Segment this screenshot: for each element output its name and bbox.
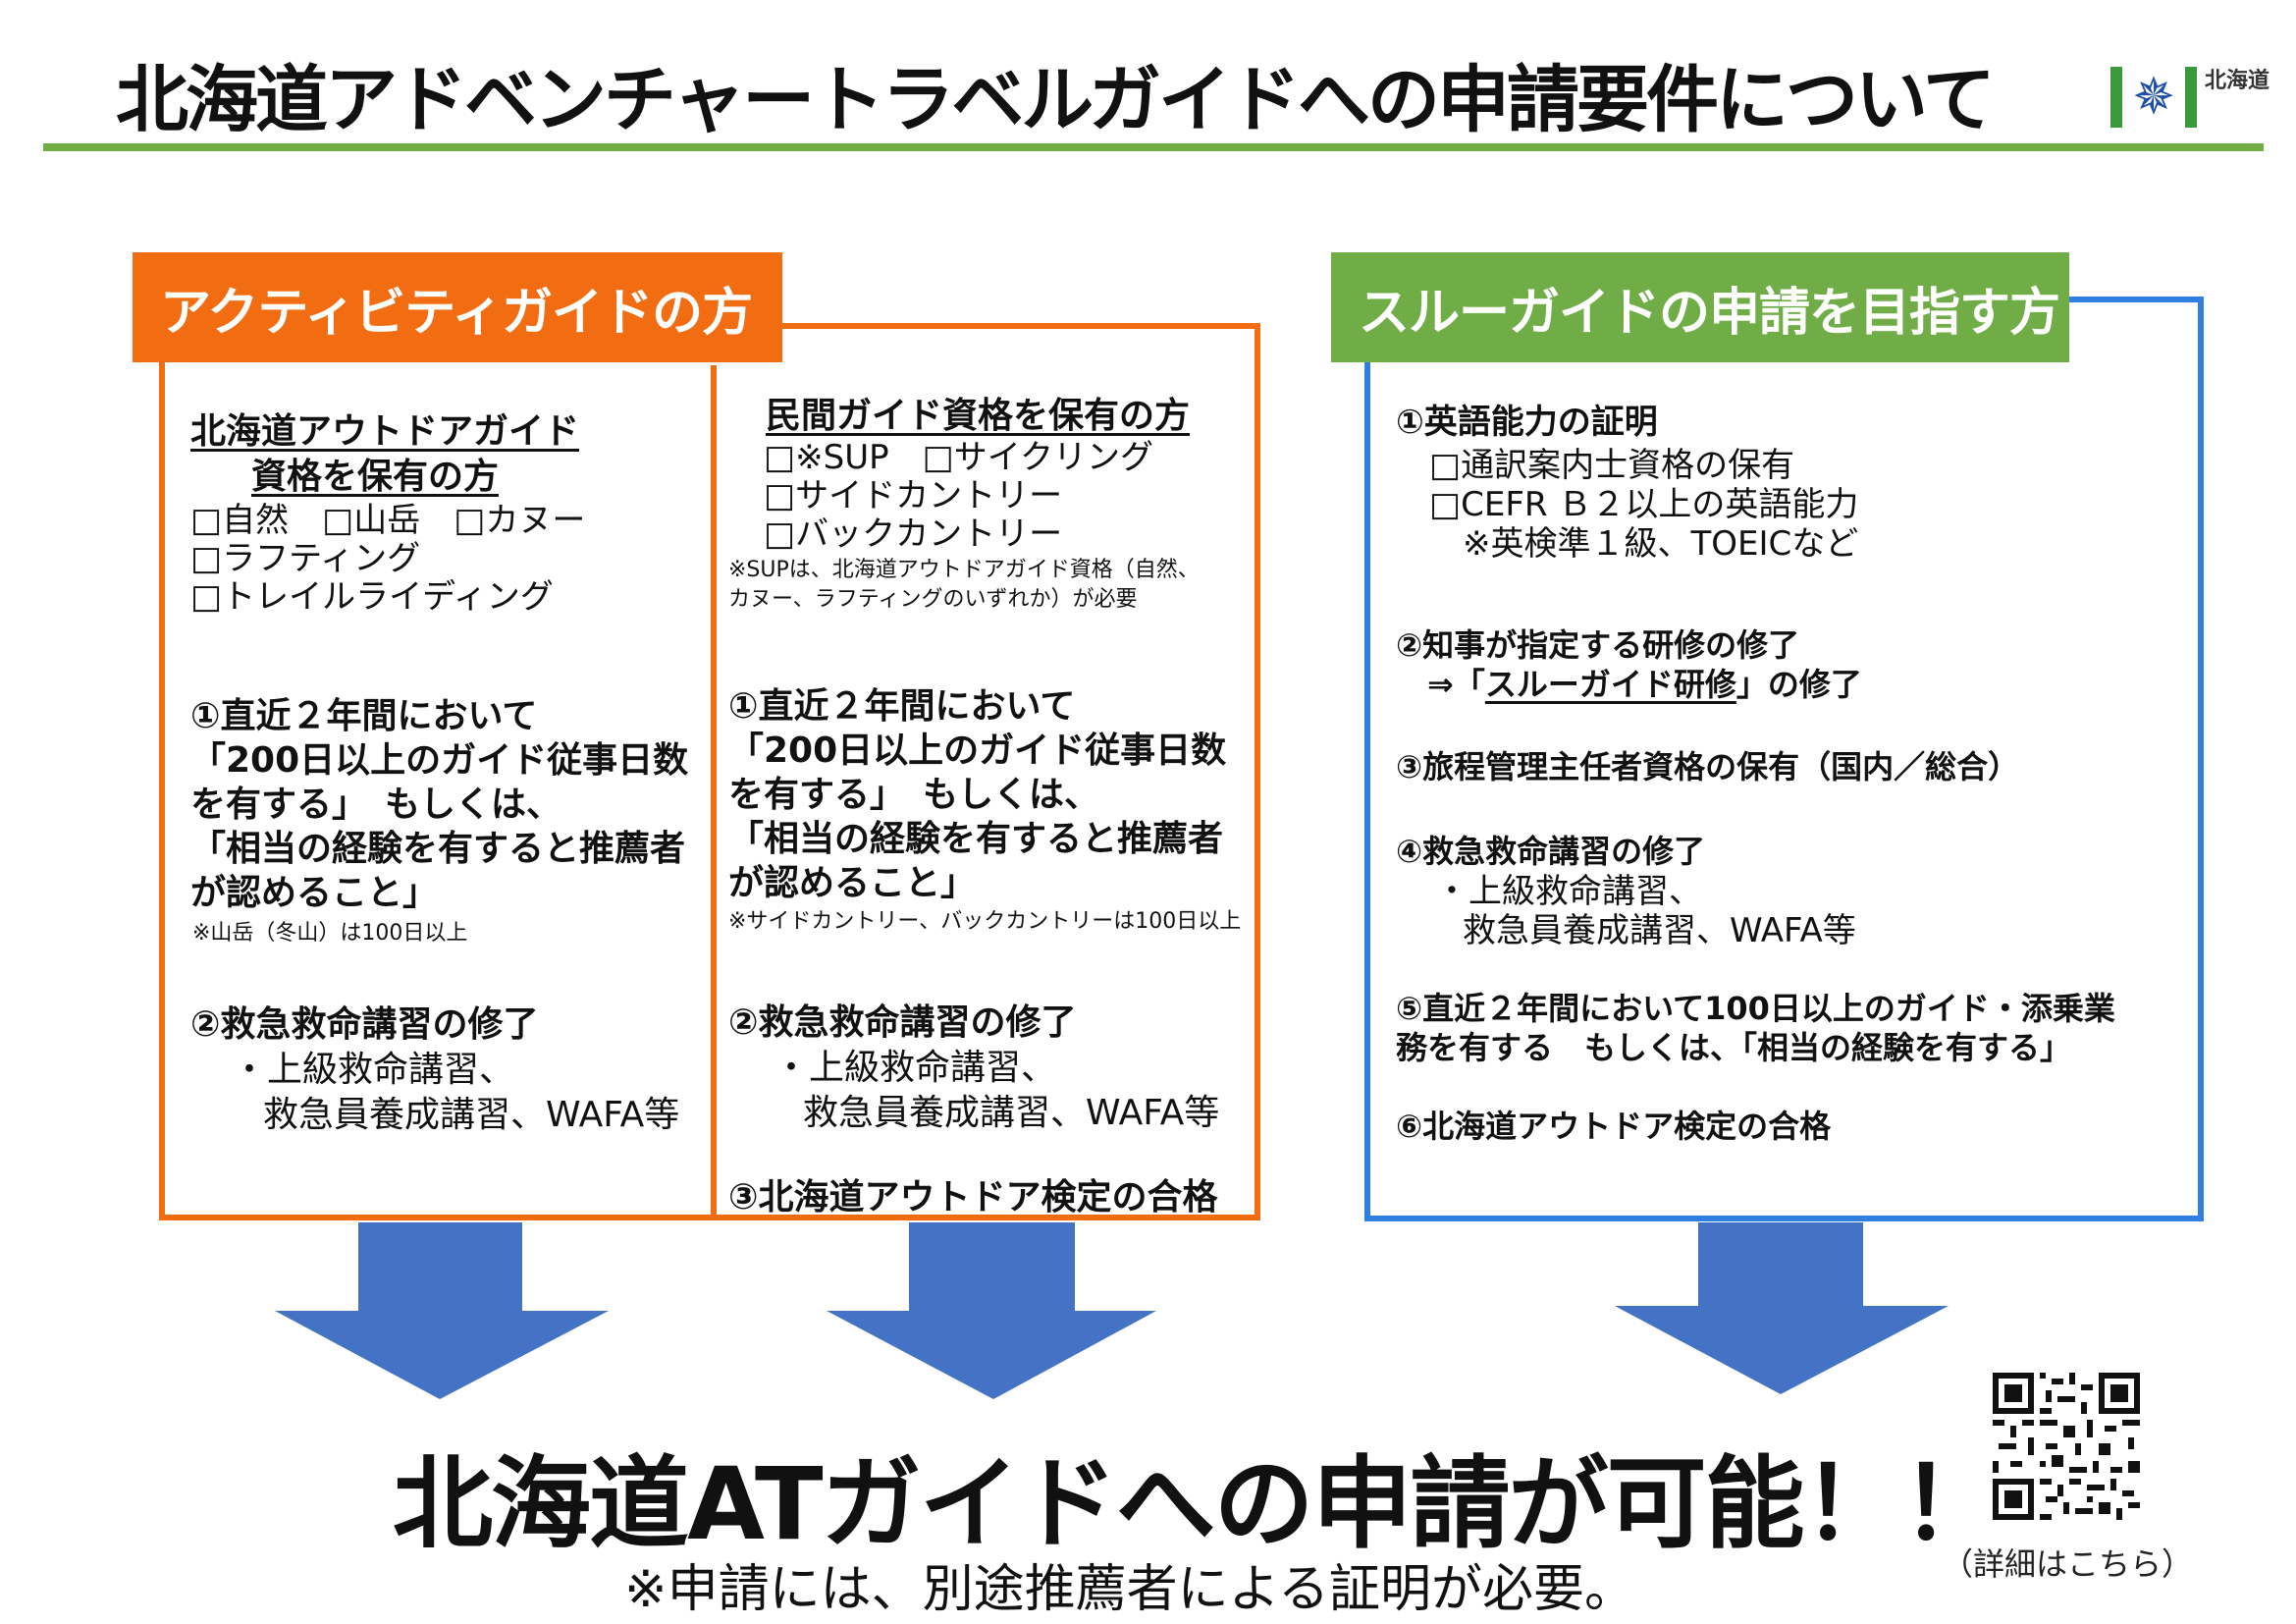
qualification-list-item: □ラフティング [190,539,421,578]
through-requirement-2-prefix: ⇒「 [1427,666,1485,703]
through-requirement-4-title: ④救急救命講習の修了 [1396,833,1706,870]
qualification-list-item: □サイドカントリー [764,476,1063,515]
down-arrow-icon [275,1222,609,1399]
requirement-3-title: ③北海道アウトドア検定の合格 [728,1177,1218,1218]
through-requirement-2-title: ②知事が指定する研修の修了 [1396,626,1800,664]
activity-guide-divider [711,365,717,1220]
through-guide-header: スルーガイドの申請を目指す方 [1331,252,2069,362]
through-requirement-2-detail: ⇒「スルーガイド研修」の修了 [1427,660,1862,705]
requirement-1-line: ①直近２年間において [728,686,1076,727]
page-title: 北海道アドベンチャートラベルガイドへの申請要件について [116,58,1996,142]
requirement-1-line: が認めること」 [190,873,439,913]
activity-guide-header: アクティビティガイドの方 [133,252,782,362]
requirement-1-line: を有する」 もしくは、 [728,775,1100,815]
logo-right-bar [2185,67,2197,128]
through-requirement-5-line: 務を有する もしくは、「相当の経験を有する」 [1396,1029,2072,1066]
outdoor-guide-heading-line2: 資格を保有の方 [251,457,500,497]
through-requirement-1-title: ①英語能力の証明 [1396,403,1658,442]
requirement-1-line: が認めること」 [728,863,977,903]
down-arrow-icon [1615,1222,1949,1394]
qualification-list-item: □※SUP □サイクリング [764,438,1154,477]
title-underline [43,143,2264,151]
sup-note-line: カヌー、ラフティングのいずれか）が必要 [728,587,1138,612]
through-requirement-4-line: ・上級救命講習、 [1435,872,1702,911]
qualification-list-item: □自然 □山岳 □カヌー [190,501,586,540]
sub-message: ※申請には、別途推薦者による証明が必要。 [624,1560,1636,1619]
through-guide-training-link[interactable]: スルーガイド研修 [1484,666,1736,703]
through-requirement-6-title: ⑥北海道アウトドア検定の合格 [1396,1108,1832,1145]
through-requirement-1-line: □通訳案内士資格の保有 [1429,446,1795,485]
through-requirement-1-line: ※英検準１級、TOEICなど [1463,524,1859,564]
through-requirement-4-line: 救急員養成講習、WAFA等 [1463,911,1856,950]
through-requirement-5-line: ⑤直近２年間において100日以上のガイド・添乗業 [1396,990,2115,1027]
requirement-1-line: ①直近２年間において [190,696,538,736]
requirement-2-title: ②救急救命講習の修了 [190,1004,539,1045]
requirement-1-line: 「相当の経験を有すると推薦者 [190,829,686,869]
down-arrow-icon [827,1222,1156,1399]
outdoor-guide-heading-line1: 北海道アウトドアガイド [190,411,580,452]
requirement-1-line: を有する」 もしくは、 [190,785,562,825]
requirement-2-line: 救急員養成講習、WAFA等 [803,1093,1220,1133]
hokkaido-logo: ✵ 北海道 [2110,61,2277,130]
through-requirement-3-title: ③旅程管理主任者資格の保有（国内／総合） [1396,748,2020,785]
logo-name: 北海道 [2205,69,2270,93]
requirement-1-line: 「200日以上のガイド従事日数 [190,740,689,781]
requirement-2-line: ・上級救命講習、 [232,1050,515,1090]
qr-caption: （詳細はこちら） [1942,1545,2194,1583]
requirement-1-line: 「200日以上のガイド従事日数 [728,731,1227,771]
qualification-list-item: □トレイルライディング [190,577,554,617]
requirement-2-title: ②救急救命講習の修了 [728,1002,1077,1043]
sup-note-line: ※SUPは、北海道アウトドアガイド資格（自然、 [728,558,1200,582]
qr-code-icon[interactable] [1993,1373,2140,1520]
requirement-1-note: ※山岳（冬山）は100日以上 [192,921,468,946]
logo-left-bar [2110,67,2122,128]
requirement-2-line: ・上級救命講習、 [774,1048,1057,1088]
hokkaido-star-emblem-icon: ✵ [2132,68,2175,127]
through-requirement-2-suffix: 」の修了 [1735,666,1862,703]
main-message: 北海道ATガイドへの申請が可能！！ [393,1446,2002,1563]
through-requirement-1-line: □CEFR Ｂ２以上の英語能力 [1429,485,1859,524]
requirement-2-line: 救急員養成講習、WAFA等 [263,1095,680,1135]
qualification-list-item: □バックカントリー [764,514,1063,554]
requirement-1-note: ※サイドカントリー、バックカントリーは100日以上 [728,909,1242,934]
private-guide-heading: 民間ガイド資格を保有の方 [766,396,1191,436]
requirement-1-line: 「相当の経験を有すると推薦者 [728,819,1224,859]
